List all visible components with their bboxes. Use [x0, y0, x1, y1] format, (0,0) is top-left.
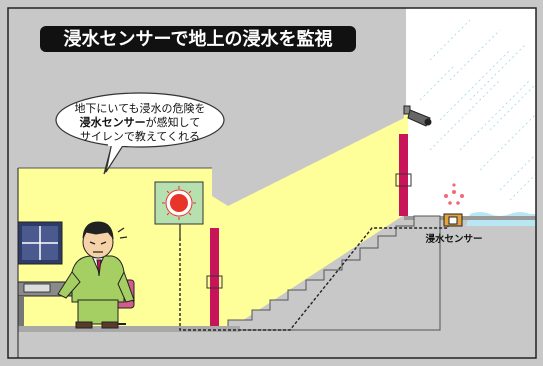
stair-ceiling-band — [212, 100, 404, 206]
pillar-right-bracket — [395, 173, 412, 187]
bubble-line-2-rest: が感知して — [146, 115, 201, 129]
speech-bubble: 地下にいても浸水の危険を 浸水センサーが感知して サイレンで教えてくれる — [55, 92, 225, 175]
pillar-left — [210, 228, 219, 326]
bubble-line-3: サイレンで教えてくれる — [80, 130, 200, 143]
alert-marks — [117, 227, 128, 239]
pillar-right — [399, 134, 408, 216]
basement-floor — [18, 326, 240, 332]
rain-streaks — [419, 19, 536, 201]
bubble-line-2-bold: 浸水センサー — [80, 115, 146, 129]
frame-border — [7, 7, 537, 359]
worker-figure — [57, 221, 135, 329]
camera-icon — [403, 105, 432, 127]
window-icon — [17, 221, 63, 265]
bubble-line-1: 地下にいても浸水の危険を — [74, 102, 205, 115]
stairwell-wall-yellow — [228, 112, 404, 330]
alert-splash-icon — [444, 183, 464, 205]
ground-surface — [404, 216, 536, 220]
pillar-left-bracket — [206, 275, 223, 289]
sensor-label: 浸水センサー — [425, 233, 482, 245]
bubble-line-2: 浸水センサーが感知して — [80, 115, 201, 129]
staircase-steps — [227, 215, 441, 331]
title-banner: 浸水センサーで地上の浸水を監視 — [40, 26, 356, 52]
siren-icon — [154, 181, 204, 225]
outdoor-sky — [406, 8, 536, 220]
sensor-icon — [443, 213, 463, 227]
sensor-wire — [179, 222, 449, 331]
page-title: 浸水センサーで地上の浸水を監視 — [64, 28, 333, 50]
